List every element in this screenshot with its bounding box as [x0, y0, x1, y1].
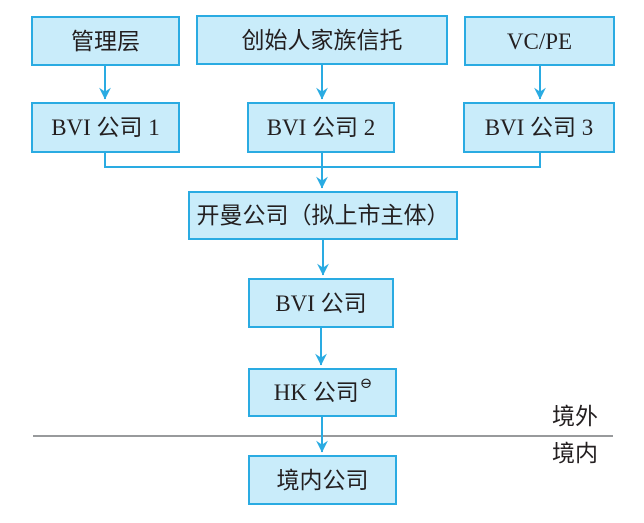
node-vc-pe-label: VC/PE — [506, 28, 573, 54]
node-management-label: 管理层 — [71, 28, 140, 54]
node-bvi-company-1: BVI 公司 1 — [31, 102, 180, 153]
node-hk-company: HK 公司⊖ — [248, 368, 397, 417]
node-bvi-company-2-label: BVI 公司 2 — [266, 115, 376, 140]
connector-bvi-row-to-cayman — [104, 153, 541, 168]
node-management: 管理层 — [31, 16, 180, 66]
node-cayman-listing-entity-label: 开曼公司（拟上市主体） — [196, 203, 450, 228]
node-domestic-company-label: 境内公司 — [276, 467, 369, 493]
node-bvi-company-3: BVI 公司 3 — [463, 102, 615, 153]
node-founder-family-trust-label: 创始人家族信托 — [241, 27, 403, 53]
label-onshore: 境内 — [552, 441, 598, 466]
node-hk-company-label: HK 公司 — [273, 380, 359, 405]
node-bvi-company: BVI 公司 — [248, 278, 394, 328]
node-domestic-company: 境内公司 — [248, 455, 397, 505]
node-bvi-company-3-label: BVI 公司 3 — [484, 115, 594, 140]
node-bvi-company-1-label: BVI 公司 1 — [51, 115, 160, 140]
node-bvi-company-2: BVI 公司 2 — [247, 102, 395, 153]
node-vc-pe: VC/PE — [464, 16, 615, 66]
label-offshore: 境外 — [552, 404, 598, 429]
node-founder-family-trust: 创始人家族信托 — [196, 15, 448, 65]
node-cayman-listing-entity: 开曼公司（拟上市主体） — [188, 191, 458, 240]
node-bvi-company-label: BVI 公司 — [275, 290, 367, 316]
